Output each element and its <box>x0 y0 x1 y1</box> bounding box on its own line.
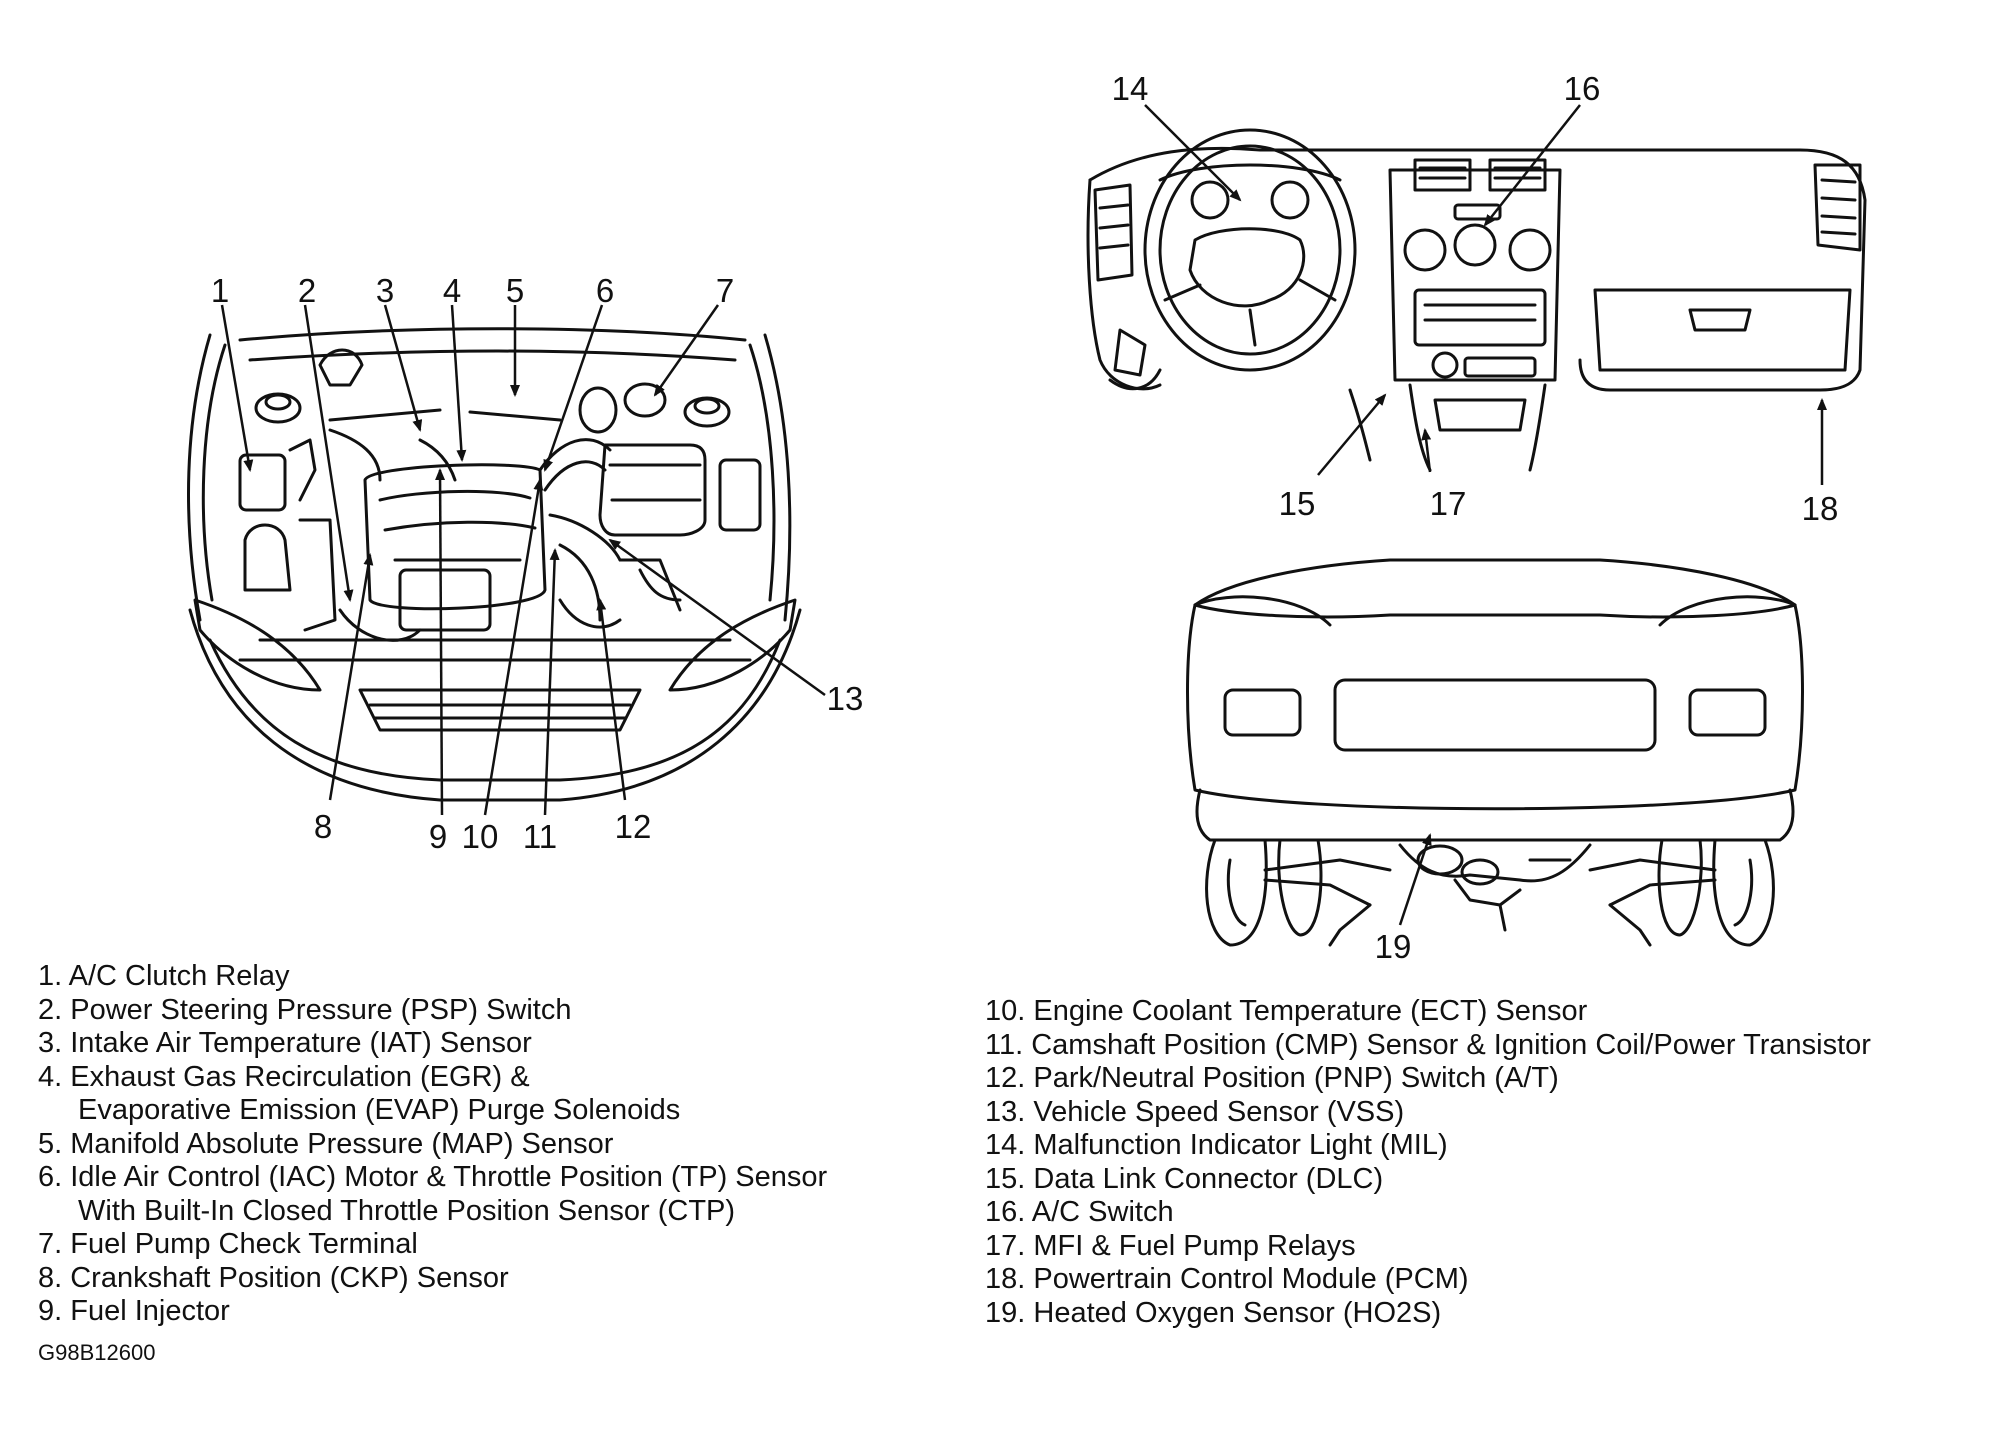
leader-11 <box>543 548 560 816</box>
legend-item-19: 19. Heated Oxygen Sensor (HO2S) <box>985 1296 1442 1329</box>
instrument-panel-drawing <box>1086 128 1867 472</box>
leader-16 <box>1483 104 1581 227</box>
legend-item-18: 18. Powertrain Control Module (PCM) <box>985 1263 1469 1295</box>
callout-8: 8 <box>314 808 332 845</box>
leader-7 <box>653 304 720 397</box>
callout-15: 15 <box>1279 485 1316 522</box>
legend-item-4-cont: Evaporative Emission (EVAP) Purge Soleno… <box>78 1094 681 1126</box>
legend-item-2: 2. Power Steering Pressure (PSP) Switch <box>38 993 572 1026</box>
figure-code: G98B12600 <box>38 1340 156 1365</box>
legend-item-6: 6. Idle Air Control (IAC) Motor & Thrott… <box>38 1161 828 1193</box>
leader-14 <box>1144 104 1242 202</box>
leader-19 <box>1398 833 1432 926</box>
leader-17 <box>1421 428 1432 473</box>
callout-12: 12 <box>615 808 652 845</box>
callout-17: 17 <box>1430 485 1467 522</box>
callout-9: 9 <box>429 818 447 855</box>
legend-item-8: 8. Crankshaft Position (CKP) Sensor <box>38 1261 509 1294</box>
callout-7: 7 <box>716 272 734 309</box>
legend-item-12: 12. Park/Neutral Position (PNP) Switch (… <box>985 1062 1559 1094</box>
callout-16: 16 <box>1564 70 1601 107</box>
leader-13 <box>608 538 826 697</box>
leader-2 <box>303 304 354 602</box>
legend-item-10: 10. Engine Coolant Temperature (ECT) Sen… <box>985 995 1588 1027</box>
engine-compartment-drawing <box>187 327 802 802</box>
legend-item-16: 16. A/C Switch <box>985 1196 1174 1228</box>
legend-item-6-cont: With Built-In Closed Throttle Position S… <box>78 1194 736 1227</box>
legend-item-11: 11. Camshaft Position (CMP) Sensor & Ign… <box>985 1028 1871 1061</box>
legend-item-5: 5. Manifold Absolute Pressure (MAP) Sens… <box>38 1127 614 1160</box>
leader-1 <box>220 304 254 472</box>
callout-11: 11 <box>523 818 557 855</box>
vehicle-underside-drawing <box>1186 558 1804 947</box>
leader-6 <box>543 304 604 472</box>
callout-3: 3 <box>376 272 394 309</box>
leader-4 <box>450 304 467 462</box>
legend-item-3: 3. Intake Air Temperature (IAT) Sensor <box>38 1027 532 1059</box>
callout-19: 19 <box>1375 928 1412 965</box>
callout-14: 14 <box>1112 70 1149 107</box>
legend-item-4: 4. Exhaust Gas Recirculation (EGR) & <box>38 1060 530 1093</box>
callout-13: 13 <box>827 680 864 717</box>
leader-3 <box>383 304 423 432</box>
legend-left: 1. A/C Clutch Relay 2. Power Steering Pr… <box>38 960 827 1329</box>
callout-numbers: 1 2 3 4 5 6 7 8 9 10 11 12 13 14 15 16 1… <box>211 70 1839 965</box>
leader-lines <box>220 104 1827 926</box>
legend-item-14: 14. Malfunction Indicator Light (MIL) <box>985 1129 1448 1161</box>
callout-10: 10 <box>462 818 499 855</box>
callout-2: 2 <box>298 272 316 309</box>
leader-15 <box>1317 393 1387 476</box>
callout-1: 1 <box>211 272 229 309</box>
callout-4: 4 <box>443 272 461 309</box>
leader-9 <box>435 468 446 816</box>
callout-5: 5 <box>506 272 524 309</box>
callout-6: 6 <box>596 272 614 309</box>
legend-item-15: 15. Data Link Connector (DLC) <box>985 1162 1384 1195</box>
leader-12 <box>596 598 627 801</box>
legend-item-17: 17. MFI & Fuel Pump Relays <box>985 1229 1356 1262</box>
callout-18: 18 <box>1802 490 1839 527</box>
legend-right: 10. Engine Coolant Temperature (ECT) Sen… <box>985 995 1871 1330</box>
legend-item-13: 13. Vehicle Speed Sensor (VSS) <box>985 1095 1405 1128</box>
legend-item-1: 1. A/C Clutch Relay <box>38 960 290 992</box>
leader-8 <box>328 553 374 801</box>
legend-item-7: 7. Fuel Pump Check Terminal <box>38 1228 418 1260</box>
leader-10 <box>483 478 544 816</box>
legend-item-9: 9. Fuel Injector <box>38 1295 230 1327</box>
